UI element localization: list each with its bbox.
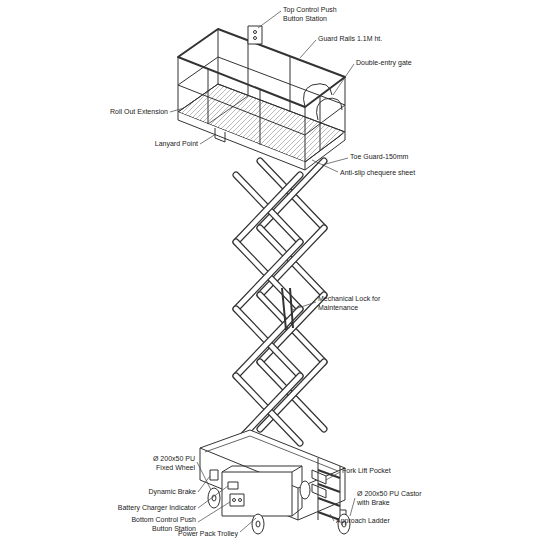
- callout-label: Approach Ladder: [336, 517, 416, 526]
- callout-label: Battery Charger Indicator: [90, 504, 196, 513]
- leader-lines: [170, 11, 355, 532]
- callout-label: Dynamic Brake: [120, 488, 196, 497]
- wheels: [208, 481, 350, 534]
- base-chassis: [200, 430, 350, 534]
- callout-label: Ø 200x50 PU Castor with Brake: [357, 490, 423, 507]
- scissor-arm-face: [236, 309, 300, 376]
- power-pack-trolley: [222, 472, 292, 516]
- scissor-arm-face: [260, 161, 324, 228]
- callout-label: Anti-slip chequere sheet: [340, 169, 450, 178]
- dynamic-brake: [210, 470, 218, 480]
- callout-label: Ø 200x50 PU Fixed Wheel: [145, 455, 195, 472]
- callout-label: Mechanical Lock for Maintenance: [318, 295, 392, 312]
- scissor-arm: [236, 309, 300, 376]
- scissor-arms-front: [236, 175, 300, 443]
- top-control-station: [248, 26, 262, 44]
- battery-indicator: [228, 482, 238, 489]
- double-entry-gate: [304, 84, 342, 120]
- callout-label: Guard Rails 1.1M ht.: [318, 35, 408, 44]
- scissor-arm: [236, 309, 300, 376]
- scissor-arm-face: [260, 161, 324, 228]
- lanyard-point: [215, 128, 225, 142]
- bottom-control-station: [230, 494, 244, 506]
- callout-label: Double-entry gate: [356, 59, 446, 68]
- callout-label: Lanyard Point: [120, 140, 198, 149]
- scissor-arm-face: [236, 175, 300, 242]
- callout-label: Roll Out Extension: [90, 108, 168, 117]
- callout-label: Toe Guard-150mm: [350, 153, 440, 162]
- mechanical-lock: [282, 288, 293, 330]
- scissor-arm-face: [236, 175, 300, 242]
- platform: [178, 26, 345, 170]
- callout-label: Fork Lift Pocket: [342, 467, 422, 476]
- scissor-arm-face: [236, 309, 300, 376]
- callout-label: Power Pack Trolley: [160, 530, 238, 539]
- approach-ladder: [318, 458, 340, 526]
- scissor-arm: [260, 161, 324, 228]
- scissor-arm: [260, 161, 324, 228]
- scissor-arm: [236, 175, 300, 242]
- scissor-arm: [236, 175, 300, 242]
- callout-label: Top Control Push Button Station: [283, 6, 357, 23]
